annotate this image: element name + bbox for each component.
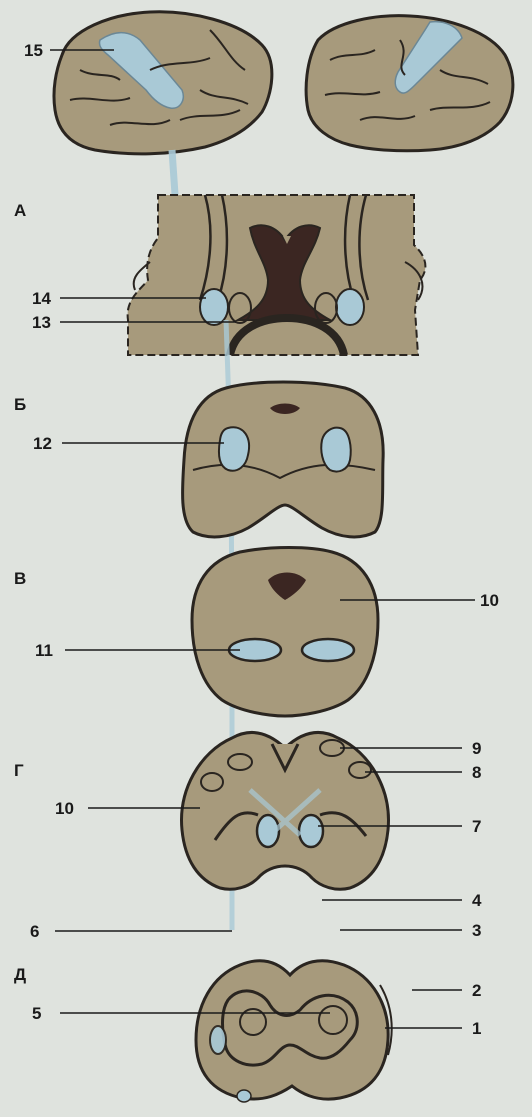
- section-a-brain-slice: [128, 195, 426, 355]
- label-12: 12: [33, 435, 52, 452]
- section-g-decussation: [182, 733, 389, 890]
- label-13: 13: [32, 314, 51, 331]
- cerebral-peduncle-tract-right: [321, 428, 350, 472]
- label-10-left: 10: [55, 800, 74, 817]
- label-4: 4: [472, 892, 481, 909]
- section-v-medulla: [192, 548, 378, 717]
- label-11: 11: [35, 642, 53, 659]
- label-2: 2: [472, 982, 481, 999]
- anterior-horn-right: [319, 1006, 347, 1034]
- section-b-midbrain: [183, 382, 384, 537]
- section-label-b: Б: [14, 396, 26, 413]
- label-9: 9: [472, 740, 481, 757]
- internal-capsule-left: [200, 289, 228, 325]
- label-10-right: 10: [480, 592, 499, 609]
- section-label-a: А: [14, 202, 26, 219]
- section-label-d: Д: [14, 966, 26, 983]
- label-1: 1: [472, 1020, 481, 1037]
- pyramidal-decussation-right: [299, 815, 323, 847]
- label-15: 15: [24, 42, 43, 59]
- label-5: 5: [32, 1005, 41, 1022]
- left-hemisphere: [54, 12, 272, 154]
- cerebral-peduncle-tract-left: [219, 427, 249, 470]
- pyramid-right: [302, 639, 354, 661]
- right-hemisphere: [306, 16, 513, 151]
- section-label-g: Г: [14, 762, 24, 779]
- section-d-spinal-cord: [196, 961, 392, 1102]
- section-label-v: В: [14, 570, 26, 587]
- lateral-corticospinal-tract: [210, 1026, 226, 1054]
- internal-capsule-right: [336, 289, 364, 325]
- label-3: 3: [472, 922, 481, 939]
- label-8: 8: [472, 764, 481, 781]
- label-7: 7: [472, 818, 481, 835]
- label-14: 14: [32, 290, 51, 307]
- label-6: 6: [30, 923, 39, 940]
